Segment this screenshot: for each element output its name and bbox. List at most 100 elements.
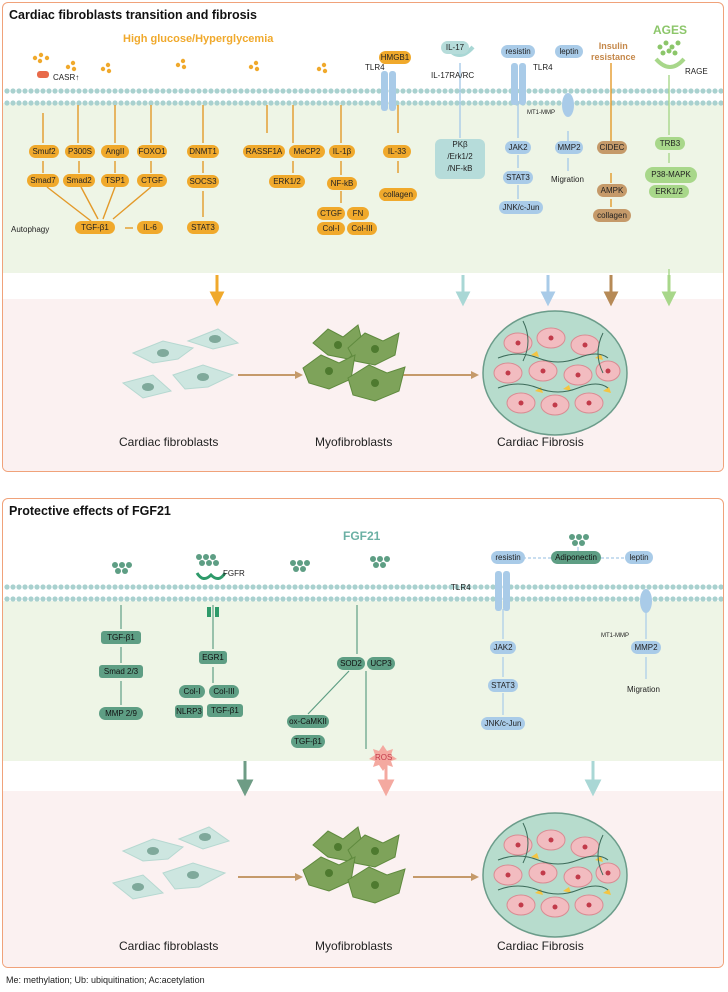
membrane-lipid	[676, 100, 682, 106]
il17r-label: IL-17RA/RC	[431, 71, 475, 80]
membrane-lipid	[304, 88, 310, 94]
membrane-lipid	[184, 100, 190, 106]
membrane-lipid	[22, 584, 28, 590]
membrane-lipid	[166, 88, 172, 94]
membrane-lipid	[700, 584, 706, 590]
membrane-lipid	[328, 88, 334, 94]
membrane-lipid	[262, 584, 268, 590]
membrane-lipid	[712, 584, 718, 590]
membrane-lipid	[226, 584, 232, 590]
membrane-lipid	[226, 100, 232, 106]
node-il17: IL-17	[441, 41, 469, 54]
node-trb3: TRB3	[655, 137, 685, 150]
membrane-lipid	[676, 88, 682, 94]
membrane-lipid	[370, 584, 376, 590]
membrane-lipid	[184, 584, 190, 590]
membrane-lipid	[214, 88, 220, 94]
membrane-lipid	[280, 100, 286, 106]
insulin-word: Insulin	[598, 41, 628, 51]
membrane-lipid	[316, 596, 322, 602]
membrane-lipid	[292, 100, 298, 106]
membrane-lipid	[328, 596, 334, 602]
membrane-lipid	[280, 88, 286, 94]
membrane-lipid	[28, 584, 34, 590]
caption-fibrosis: Cardiac Fibrosis	[497, 435, 584, 449]
membrane-lipid	[130, 584, 136, 590]
membrane-lipid	[268, 88, 274, 94]
node-erk12b: ERK1/2	[649, 185, 689, 198]
membrane-lipid	[652, 88, 658, 94]
membrane-lipid	[604, 584, 610, 590]
membrane-lipid	[34, 100, 40, 106]
membrane-lipid	[16, 584, 22, 590]
membrane-lipid	[454, 88, 460, 94]
membrane-lipid	[652, 584, 658, 590]
node-cidec: CIDEC	[597, 141, 627, 154]
membrane-lipid	[238, 596, 244, 602]
membrane-lipid	[304, 100, 310, 106]
membrane-lipid	[406, 88, 412, 94]
membrane-lipid	[466, 596, 472, 602]
membrane-lipid	[412, 100, 418, 106]
membrane-lipid	[202, 596, 208, 602]
membrane-lipid	[28, 596, 34, 602]
membrane-lipid	[388, 584, 394, 590]
node-nfkb: NF-kB	[327, 177, 357, 190]
membrane-lipid	[592, 596, 598, 602]
membrane-lipid	[52, 584, 58, 590]
membrane-lipid	[100, 584, 106, 590]
membrane-lipid	[364, 596, 370, 602]
membrane-lipid	[10, 584, 16, 590]
node-mmp2-b: MMP2	[631, 641, 661, 654]
membrane-lipid	[22, 88, 28, 94]
membrane-lipid	[646, 88, 652, 94]
membrane-lipid	[310, 100, 316, 106]
membrane-lipid	[4, 596, 10, 602]
membrane-lipid	[472, 88, 478, 94]
node-col3b: Col-III	[209, 685, 239, 698]
membrane-lipid	[634, 88, 640, 94]
node-jnk-b: JNK/c-Jun	[481, 717, 525, 730]
node-jak2: JAK2	[505, 141, 531, 154]
node-col1b: Col-I	[179, 685, 205, 698]
membrane-lipid	[496, 88, 502, 94]
membrane-lipid	[166, 584, 172, 590]
membrane-lipid	[400, 596, 406, 602]
membrane-lipid	[334, 100, 340, 106]
membrane-lipid	[640, 88, 646, 94]
membrane-lipid	[502, 100, 508, 106]
membrane-lipid	[262, 596, 268, 602]
membrane-lipid	[712, 88, 718, 94]
membrane-lipid	[532, 596, 538, 602]
membrane-lipid	[274, 596, 280, 602]
membrane-lipid	[460, 100, 466, 106]
membrane-lipid	[334, 596, 340, 602]
membrane-lipid	[160, 596, 166, 602]
membrane-lipid	[412, 596, 418, 602]
membrane-lipid	[568, 596, 574, 602]
node-smad7: Smad7	[27, 174, 59, 187]
membrane-lipid	[706, 88, 712, 94]
membrane-lipid	[208, 584, 214, 590]
membrane-lipid	[196, 100, 202, 106]
membrane-lipid	[64, 584, 70, 590]
membrane-lipid	[196, 584, 202, 590]
node-p300s: P300S	[65, 145, 95, 158]
membrane-lipid	[466, 584, 472, 590]
membrane-lipid	[388, 596, 394, 602]
top-panel-title: Cardiac fibroblasts transition and fibro…	[9, 8, 257, 22]
node-leptin: leptin	[555, 45, 583, 58]
membrane-lipid	[256, 100, 262, 106]
membrane-lipid	[574, 596, 580, 602]
membrane-lipid	[202, 88, 208, 94]
membrane-lipid	[544, 88, 550, 94]
membrane-lipid	[256, 584, 262, 590]
membrane-lipid	[430, 584, 436, 590]
fgfr-label: FGFR	[223, 569, 245, 578]
membrane-lipid	[220, 596, 226, 602]
membrane-lipid	[556, 100, 562, 106]
membrane-lipid	[484, 596, 490, 602]
node-erk12: ERK1/2	[269, 175, 305, 188]
membrane-lipid	[160, 100, 166, 106]
membrane-lipid	[658, 88, 664, 94]
